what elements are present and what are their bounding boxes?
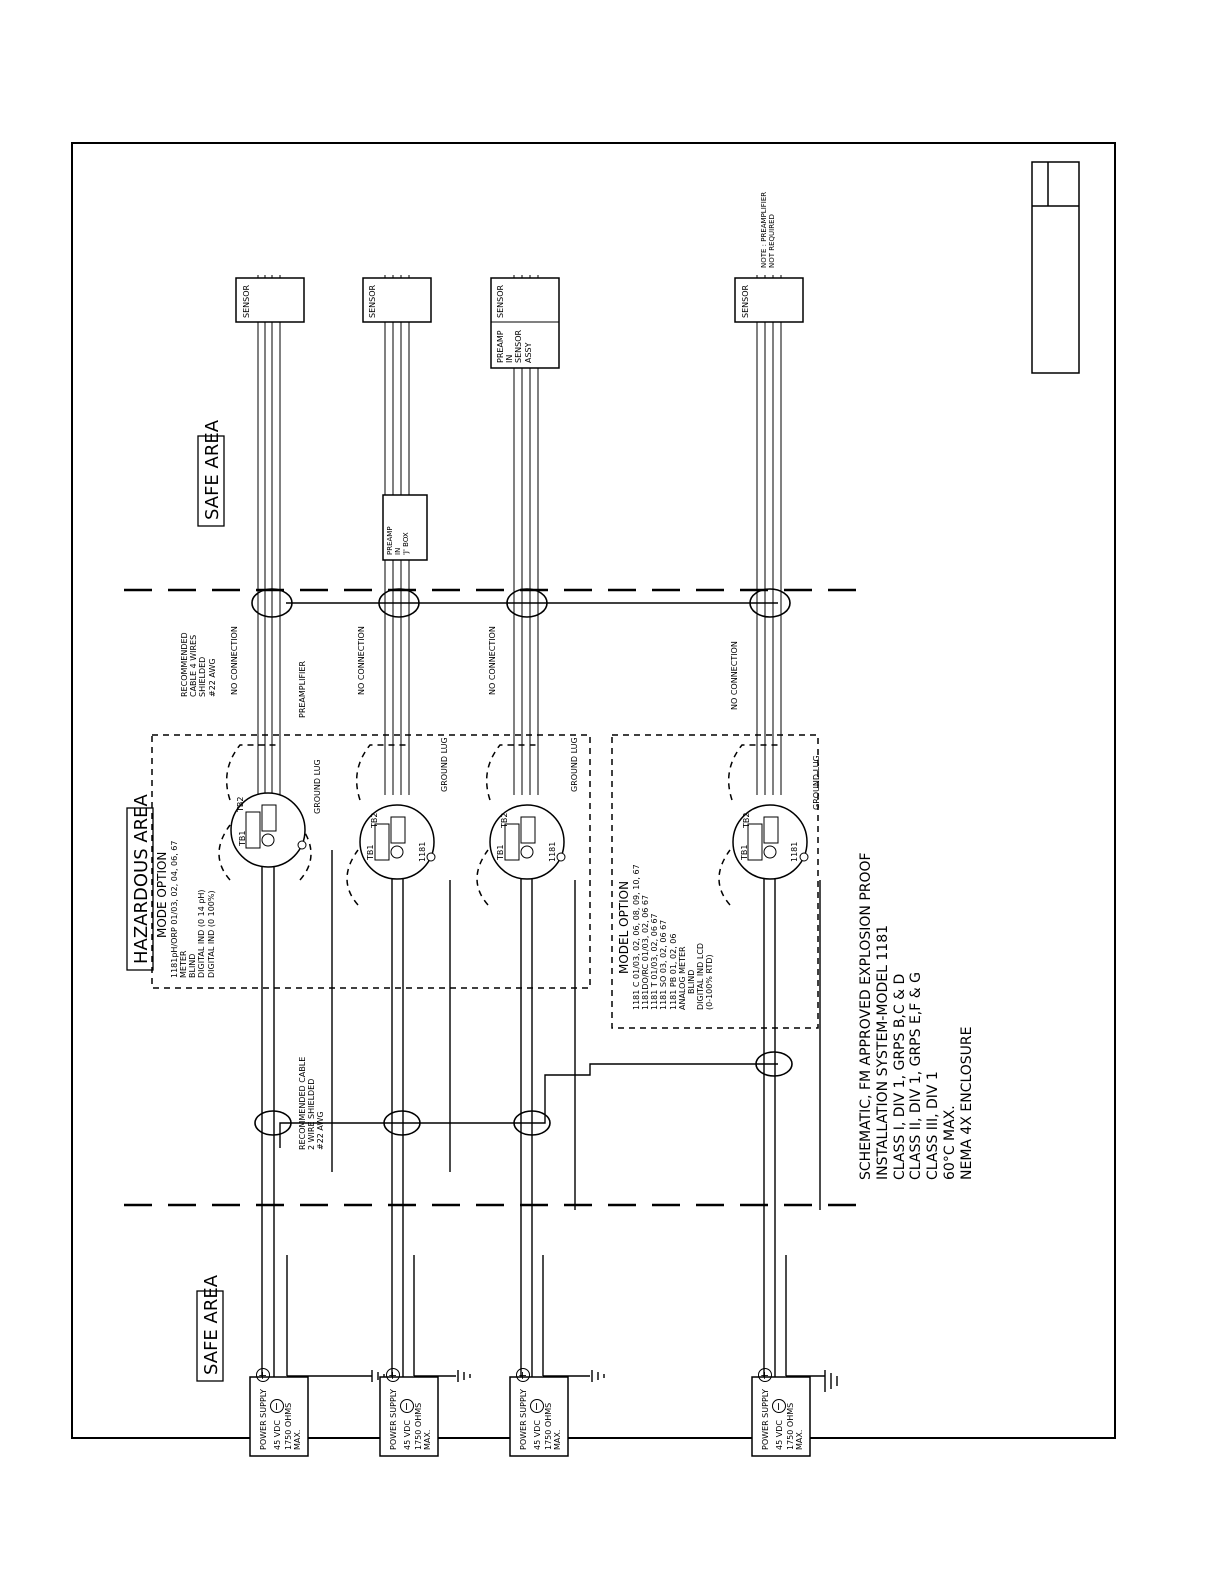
shield-oval-4w-1: [251, 588, 293, 618]
model-label-2: 1181: [418, 841, 427, 862]
model-label-3: 1181: [548, 841, 557, 862]
sensor-box-3: [490, 277, 560, 369]
dashed-loop-1: [218, 824, 312, 881]
tb2-label-3: TB2: [500, 812, 509, 828]
tb2-label-4: TB2: [742, 812, 751, 828]
plus-icon: +: [516, 1368, 530, 1383]
minus-icon: −: [400, 1399, 414, 1414]
label-safe-area-right: SAFE AREA: [197, 419, 225, 527]
power-supply-2: [379, 1376, 439, 1457]
sheet-border: [71, 142, 1116, 1439]
ground-lug-3: GROUND LUG: [570, 737, 579, 792]
svg-text:SAFE AREA: SAFE AREA: [201, 1274, 222, 1375]
transmitter-4: [732, 804, 809, 880]
power-supply-1: [249, 1376, 309, 1457]
shield-oval-2w-2: [383, 1110, 421, 1136]
sensor-label-1: SENSOR: [242, 284, 251, 318]
dashed-loop-2: [346, 849, 359, 906]
ground-lug-4: GROUND LUG: [812, 755, 821, 810]
transmitter-1: [230, 792, 307, 868]
tb2-label-2: TB2: [370, 812, 379, 828]
sensor-box-2: [362, 277, 432, 323]
shield-bus-2wire: [279, 1063, 778, 1148]
ground-lug-2: GROUND LUG: [440, 737, 449, 792]
plus-icon: +: [386, 1368, 400, 1383]
shield-oval-2w-1: [254, 1110, 292, 1136]
minus-icon: −: [270, 1399, 284, 1414]
no-connection-2: NO CONNECTION: [357, 626, 366, 695]
circuit-row-2: [384, 275, 471, 1382]
minus-icon: −: [772, 1399, 786, 1414]
svg-text:HAZARDOUS AREA: HAZARDOUS AREA: [131, 793, 152, 964]
plus-icon: +: [758, 1368, 772, 1383]
enclosure-mode-option: [151, 734, 591, 989]
tb2-label-1: TB2: [236, 796, 245, 812]
transmitter-2: [359, 804, 436, 880]
shield-oval-4w-3: [506, 588, 548, 618]
power-supply-3: [509, 1376, 569, 1457]
label-safe-area-left: SAFE AREA: [196, 1274, 224, 1382]
transmitter-3: [489, 804, 566, 880]
no-connection-4: NO CONNECTION: [730, 641, 739, 710]
dashed-loop-3: [476, 849, 489, 906]
shield-oval-4w-2: [378, 588, 420, 618]
sensor-label-3: SENSOR: [496, 284, 505, 318]
label-hazardous-area: HAZARDOUS AREA: [126, 793, 154, 971]
sensor-box-1: [235, 277, 305, 323]
no-connection-1: NO CONNECTION: [230, 626, 239, 695]
tb1-label-1: TB1: [238, 830, 247, 846]
dashed-loop-4: [718, 849, 731, 906]
mode-option-block: MODE OPTION 1181pH/ORP 01/03, 02, 04, 06…: [155, 840, 216, 979]
no-connection-leaders: [225, 744, 778, 801]
tb1-label-2: TB1: [366, 844, 375, 860]
shield-oval-4w-4: [749, 588, 791, 618]
shield-oval-2w-4: [755, 1051, 793, 1077]
minus-icon: −: [530, 1399, 544, 1414]
sensor-label-4: SENSOR: [741, 284, 750, 318]
enclosure-model-option: [611, 734, 819, 1029]
preamplifier-label: PREAMPLIFIER: [298, 660, 307, 718]
tb1-label-4: TB1: [740, 844, 749, 860]
svg-text:SAFE AREA: SAFE AREA: [202, 419, 223, 520]
shield-oval-2w-3: [513, 1110, 551, 1136]
power-supply-4: [751, 1376, 811, 1457]
model-option-block: MODEL OPTION 1181 C 01/03, 02, 06, 08, 0…: [617, 864, 715, 1010]
preamp-jbox: [382, 494, 428, 561]
sensor-label-2: SENSOR: [368, 284, 377, 318]
circuit-row-4: [756, 275, 838, 1392]
title-block: SCHEMATIC, FM APPROVED EXPLOSION PROOF I…: [858, 852, 975, 1180]
circuit-row-1: [257, 275, 385, 1382]
sensor-box-4: [734, 277, 804, 323]
tb1-label-3: TB1: [496, 844, 505, 860]
ground-lug-1: GROUND LUG: [313, 759, 322, 814]
model-label-4: 1181: [790, 841, 799, 862]
plus-icon: +: [256, 1368, 270, 1383]
no-connection-3: NO CONNECTION: [488, 626, 497, 695]
revision-box: [1031, 161, 1080, 374]
